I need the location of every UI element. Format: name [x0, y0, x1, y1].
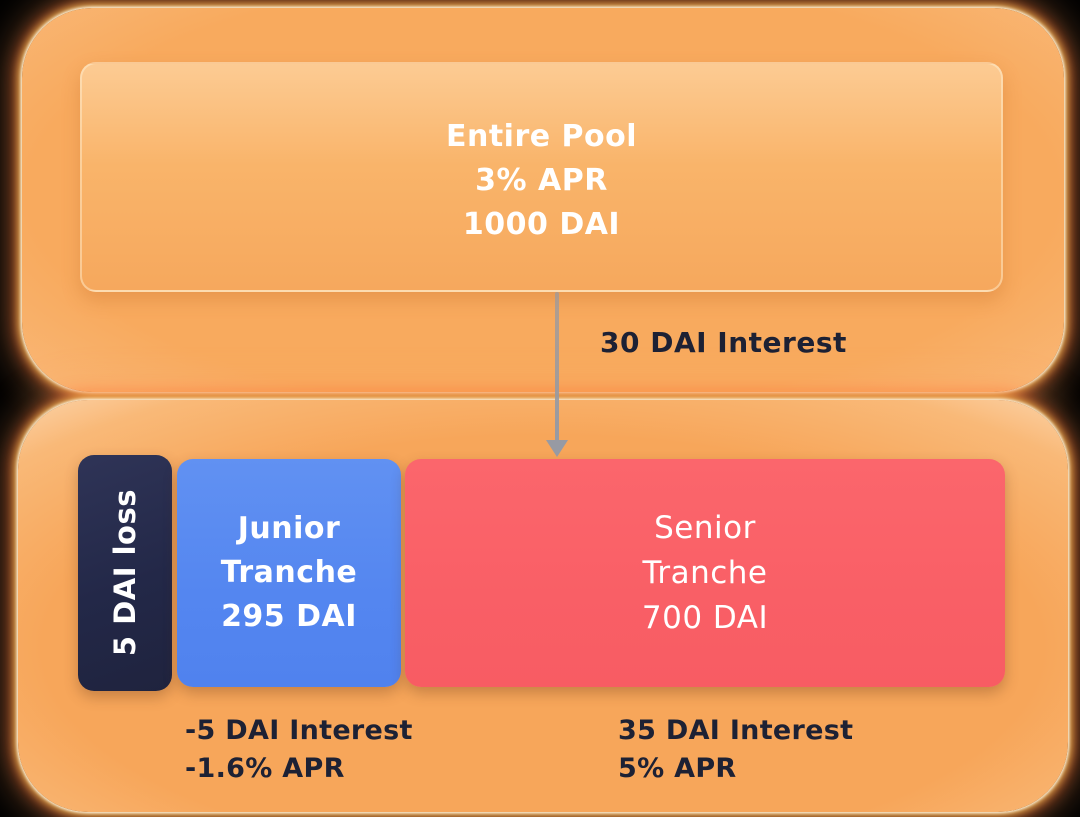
dai-loss-box: 5 DAI loss	[78, 455, 172, 691]
pool-title: Entire Pool	[445, 119, 638, 154]
senior-title: Senior	[654, 509, 756, 546]
senior-tranche-box: Senior Tranche 700 DAI	[405, 459, 1005, 687]
junior-title: Junior	[237, 511, 341, 546]
junior-subtitle: Tranche	[220, 555, 358, 590]
senior-stats: 35 DAI Interest 5% APR	[618, 712, 853, 788]
senior-interest: 35 DAI Interest	[618, 715, 854, 746]
junior-apr: -1.6% APR	[185, 753, 345, 784]
arrow-head	[546, 440, 568, 457]
dai-loss-label: 5 DAI loss	[108, 489, 142, 657]
interest-flow-label: 30 DAI Interest	[600, 326, 847, 359]
junior-amount: 295 DAI	[221, 599, 357, 634]
down-arrow-icon	[540, 292, 574, 458]
junior-tranche-box: Junior Tranche 295 DAI	[177, 459, 401, 687]
senior-apr: 5% APR	[618, 753, 737, 784]
pool-apr: 3% APR	[475, 163, 608, 198]
senior-amount: 700 DAI	[641, 599, 769, 636]
top-glow-panel: Entire Pool 3% APR 1000 DAI	[22, 8, 1064, 392]
pool-amount: 1000 DAI	[462, 207, 621, 242]
junior-stats: -5 DAI Interest -1.6% APR	[185, 712, 413, 788]
bottom-glow-panel: 5 DAI loss Junior Tranche 295 DAI Senior…	[18, 400, 1068, 812]
arrow-stem	[555, 292, 559, 442]
junior-interest: -5 DAI Interest	[185, 715, 413, 746]
senior-subtitle: Tranche	[642, 554, 768, 591]
entire-pool-box: Entire Pool 3% APR 1000 DAI	[80, 62, 1003, 292]
